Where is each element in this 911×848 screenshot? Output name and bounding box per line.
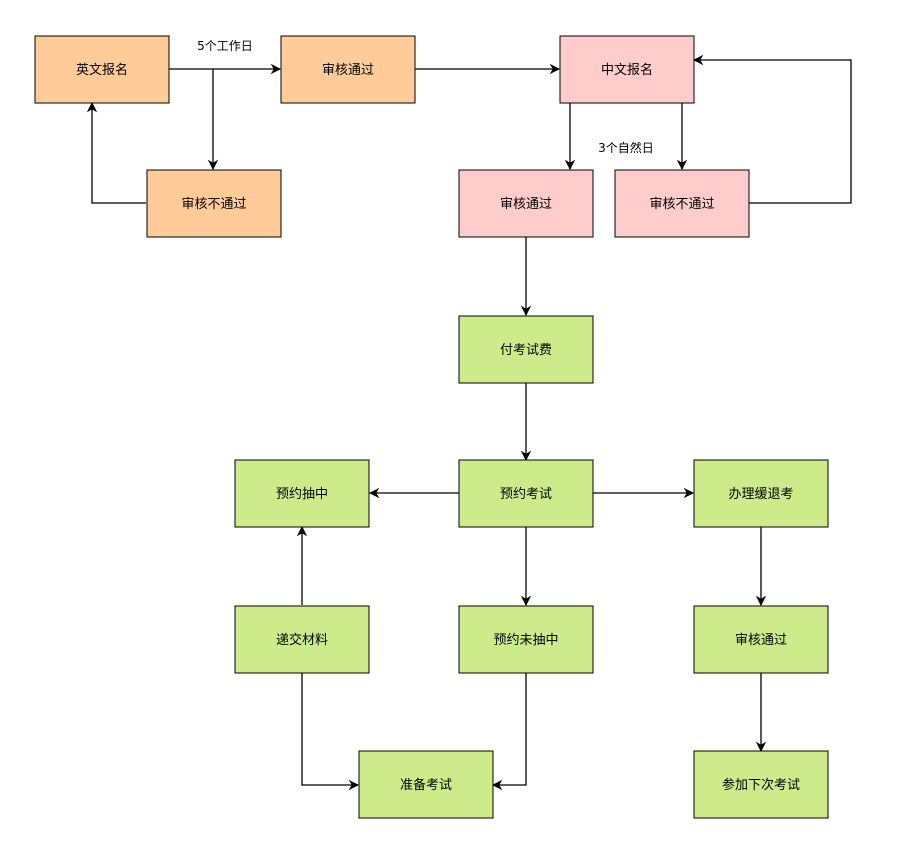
- edge-submit-docs-to-prepare-exam: [301, 673, 360, 791]
- node-submit-docs[interactable]: 递交材料: [234, 605, 370, 674]
- edges: [86, 54, 852, 791]
- edge-book-not-selected-to-prepare-exam: [491, 673, 527, 791]
- node-en-approved[interactable]: 审核通过: [280, 35, 416, 104]
- node-defer-approved-label: 审核通过: [735, 633, 787, 648]
- node-prepare-exam-label: 准备考试: [400, 777, 452, 793]
- node-en-register-label: 英文报名: [76, 62, 128, 78]
- node-en-register[interactable]: 英文报名: [34, 35, 170, 104]
- node-cn-approved[interactable]: 审核通过: [458, 169, 594, 238]
- edge-cn-rejected-to-cn-register: [692, 54, 852, 204]
- node-book-selected-label: 预约抽中: [276, 487, 328, 502]
- node-prepare-exam[interactable]: 准备考试: [358, 750, 494, 819]
- node-next-exam[interactable]: 参加下次考试: [693, 750, 829, 819]
- node-cn-approved-label: 审核通过: [500, 197, 552, 212]
- node-defer-exam[interactable]: 办理缓退考: [693, 459, 829, 528]
- node-cn-register[interactable]: 中文报名: [559, 35, 695, 104]
- node-defer-exam-label: 办理缓退考: [728, 487, 793, 502]
- edge-labels: 5个工作日 3个自然日: [197, 39, 654, 155]
- node-cn-rejected[interactable]: 审核不通过: [614, 169, 750, 238]
- nodes: 英文报名 审核通过 中文报名 审核不通过 审核通过 审核不通过 付考试费: [34, 35, 829, 819]
- node-en-approved-label: 审核通过: [322, 63, 374, 78]
- edge-en-rejected-to-en-register: [86, 101, 146, 204]
- node-next-exam-label: 参加下次考试: [722, 777, 800, 793]
- node-en-rejected[interactable]: 审核不通过: [146, 169, 282, 238]
- node-cn-rejected-label: 审核不通过: [649, 197, 714, 212]
- node-defer-approved[interactable]: 审核通过: [693, 605, 829, 674]
- node-pay-fee[interactable]: 付考试费: [458, 315, 594, 384]
- node-cn-register-label: 中文报名: [601, 62, 653, 78]
- edge-label-five-workdays: 5个工作日: [197, 39, 253, 53]
- node-submit-docs-label: 递交材料: [276, 632, 328, 648]
- node-book-not-selected[interactable]: 预约未抽中: [458, 605, 594, 674]
- edge-label-three-days: 3个自然日: [598, 140, 654, 155]
- node-book-exam[interactable]: 预约考试: [458, 459, 594, 528]
- node-pay-fee-label: 付考试费: [500, 343, 552, 358]
- node-book-selected[interactable]: 预约抽中: [234, 459, 370, 528]
- node-book-exam-label: 预约考试: [500, 487, 552, 502]
- node-en-rejected-label: 审核不通过: [181, 197, 246, 212]
- node-book-not-selected-label: 预约未抽中: [493, 633, 558, 648]
